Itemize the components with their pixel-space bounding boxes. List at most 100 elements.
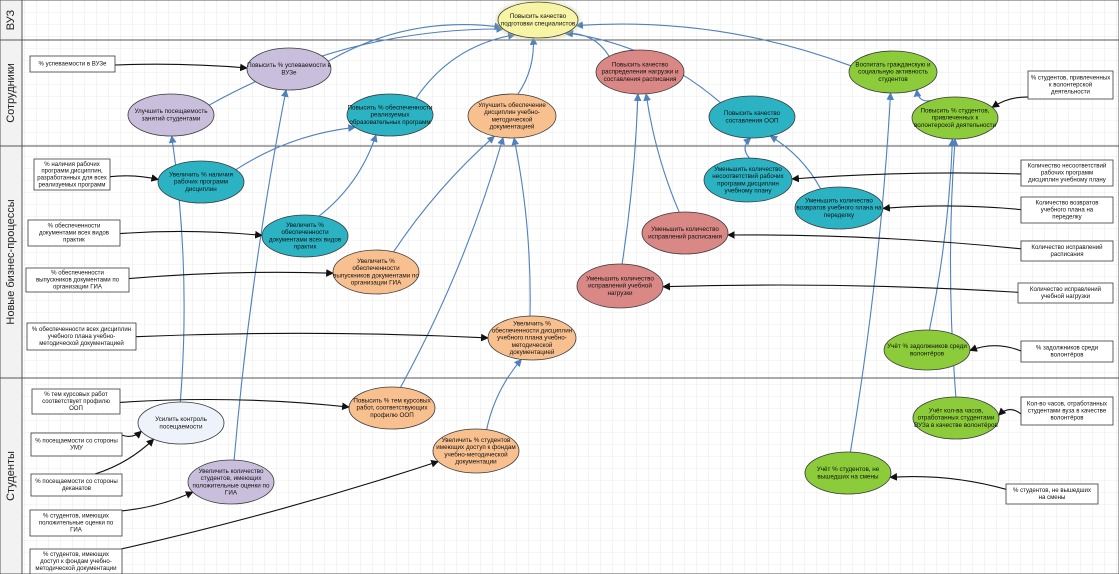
goal-text-line: методической [512,341,553,349]
connector-n3-n1 [208,25,505,106]
indicator-text-line: % успеваемости в ВУЗе [39,61,107,68]
indicator-box-b5[interactable]: % обеспеченности всех дисциплинучебного … [26,322,137,351]
indicator-text-line: волонтёров [1051,352,1084,359]
connector-b12-n14 [791,172,1022,183]
goal-text-line: Учёт % студентов, не [817,466,880,473]
goal-node-n9[interactable]: Повысить % студентов,привлеченных кволон… [911,96,999,140]
connector-b7-n19 [121,430,142,439]
connector-b14-n16 [727,231,1022,250]
goal-ellipse [848,50,938,94]
indicator-rect [1017,282,1114,304]
goal-text-line: ВУЗе [281,69,297,76]
indicator-rect [1027,70,1114,100]
goal-text-line: работ, соответствующих [357,404,429,412]
connector-n12-n5 [393,135,495,253]
goal-node-n13[interactable]: Увеличить %обеспеченности дисциплинучебн… [487,315,577,361]
indicator-text-line: деятельности [1051,89,1090,96]
connector-n21-n5 [400,136,505,388]
connector-n15-n7 [769,135,822,190]
goal-ellipse [912,396,1000,440]
goal-text-line: организации ГИА [351,279,402,286]
indicator-text-line: % тем курсовых работ [44,391,108,398]
goal-ellipse [432,428,520,474]
goal-text-line: обеспеченности [352,264,400,272]
goal-ellipse [641,211,729,255]
goal-node-n4[interactable]: Повысить % обеспеченностиреализуемыхобра… [346,93,434,137]
indicator-boxes: % успеваемости в ВУЗе % наличия рабочихпр… [25,55,1114,574]
indicator-text-line: % обеспеченности [51,270,104,277]
indicator-box-b1[interactable]: % успеваемости в ВУЗе [29,55,116,73]
indicator-text-line: % обеспеченности [48,223,101,230]
connector-b4-n12 [128,269,334,280]
goal-text-line: занятий студентами [142,114,201,122]
goal-ellipse [246,47,332,91]
goal-ellipse [883,329,971,371]
goal-text-line: Увеличить % студентов [442,437,511,444]
goal-ellipse [595,49,685,95]
indicator-text-line: реализуемых программ [39,181,106,188]
goal-node-n23[interactable]: Учёт кол-ва часов,отработанных студентам… [912,396,1000,440]
indicator-text-line: соответствует профилю [42,398,110,405]
connector-n24-n8 [849,92,895,453]
goal-text-line: Учёт кол-ва часов, [929,407,984,414]
goal-ellipse [911,96,999,140]
indicator-rect [31,388,121,415]
indicator-rect [1005,483,1099,505]
goal-text-line: документами всех видов [269,236,342,243]
indicator-text-line: расписания [1050,251,1083,258]
connector-b17-n23 [998,407,1022,416]
connector-b16-n18 [969,344,1022,352]
indicator-rect [1020,396,1114,426]
goal-text-line: Увеличить % [286,222,324,229]
indicator-text-line: положительные оценки по [39,520,114,527]
goal-text-line: образовательных программ [349,118,430,126]
goal-text-line: Увеличить % наличия [169,171,233,178]
goal-text-line: документации [455,458,497,465]
goal-ellipse [487,315,577,361]
goal-text-line: Уменьшить количество [586,275,654,282]
connector-b1-n2 [114,63,248,72]
indicator-text-line: % студентов, привлеченных [1031,75,1111,82]
indicator-text-line: переделку [1052,214,1082,221]
goal-text-line: положительные оценки по [193,482,270,489]
connector-n2-n1 [327,22,503,62]
indicator-text-line: Кол-во часов, отработанных [1027,401,1107,408]
